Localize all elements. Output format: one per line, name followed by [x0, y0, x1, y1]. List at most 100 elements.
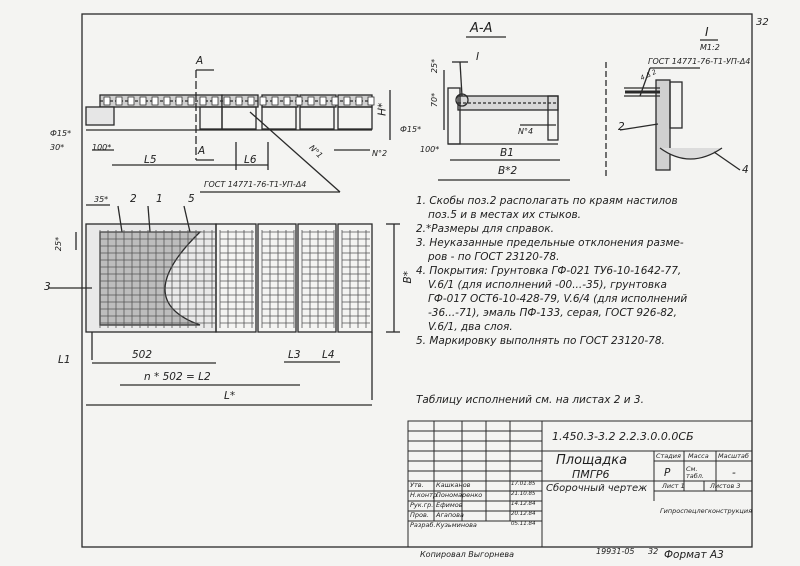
table-reference: Таблицу исполнений см. на листах 2 и 3. [416, 394, 644, 406]
sect-pos-4: N°4 [518, 127, 534, 136]
detail-pos-4: 4 [742, 164, 749, 176]
elev-dim-100: 100* [92, 143, 112, 152]
note-line: 2.*Размеры для справок. [416, 223, 554, 235]
doc-name-2: ПМГР6 [572, 468, 610, 481]
bracket-stud [331, 96, 339, 106]
title-block [407, 420, 753, 548]
plan-dim-35: 35* [94, 195, 109, 204]
bracket-stud [259, 96, 267, 106]
bracket-stud [103, 96, 111, 106]
signer-name: Кузьминова [436, 521, 477, 529]
plan-pos-3: 3 [44, 281, 51, 293]
bracket-stud [163, 96, 171, 106]
scale-header: Масштаб [718, 452, 749, 460]
bracket-stud [199, 96, 207, 106]
plan-dim-25: 25* [54, 236, 64, 252]
bracket-stud [271, 96, 279, 106]
sect-dim-25: 25* [430, 58, 440, 74]
note-line: 5. Маркировку выполнять по ГОСТ 23120-78… [416, 335, 665, 347]
bracket-stud [295, 96, 303, 106]
bracket-stud [187, 96, 195, 106]
scale-value: - [732, 467, 736, 479]
signer-name: Пономаренко [436, 491, 483, 499]
note-line: -36...-71), эмаль ПФ-133, серая, ГОСТ 92… [428, 307, 677, 319]
detail-pos-2: 2 [618, 121, 625, 133]
plan-pos-5: 5 [188, 193, 195, 205]
bracket-stud [343, 96, 351, 106]
sign-date: 05.11.84 [511, 521, 536, 527]
elev-L5: L5 [144, 154, 157, 166]
bracket-stud [307, 96, 315, 106]
sheet-number: Лист 1 [662, 482, 685, 490]
signer-name: Агапова [436, 511, 464, 519]
bracket-stud [355, 96, 363, 106]
stage-value: Р [664, 467, 671, 479]
mass-value: См. табл. [686, 465, 704, 480]
organization: Гипроспецлегконструкция [660, 507, 752, 515]
sign-date: 21.10.85 [511, 491, 536, 497]
plan-dim-502: 502 [132, 349, 153, 361]
stage-header: Стадия [656, 452, 681, 460]
plan-L4: L4 [322, 349, 335, 361]
sheet-format: Формат А3 [664, 549, 724, 561]
role-label: Утв. [410, 481, 424, 489]
bracket-stud [139, 96, 147, 106]
section-view [389, 61, 570, 181]
bracket-stud [367, 96, 375, 106]
note-line: V.6/1 (для исполнений -00...-35), грунто… [428, 279, 667, 291]
note-line: V.6/1, два слоя. [428, 321, 513, 333]
plan-n-502: n * 502 = L2 [144, 371, 211, 383]
sect-phi: Ф15* [400, 125, 422, 134]
sheet-count: Листов 3 [710, 482, 741, 490]
role-label: Разраб. [410, 521, 436, 529]
footer-page: 32 [648, 547, 659, 556]
detail-scale: М1:2 [700, 43, 720, 52]
bracket-stud [283, 96, 291, 106]
section-label: А-А [470, 21, 493, 36]
role-label: Н.контр. [410, 491, 440, 499]
bracket-stud [235, 96, 243, 106]
bracket-stud [151, 96, 159, 106]
note-line: поз.5 и в местах их стыков. [428, 209, 582, 221]
plan-L: L* [224, 390, 236, 402]
note-line: 3. Неуказанные предельные отклонения раз… [416, 237, 684, 249]
inventory-number: 19931-05 [596, 547, 635, 556]
role-label: Рук.гр. [410, 501, 434, 509]
bracket-stud [319, 96, 327, 106]
bracket-stud [175, 96, 183, 106]
bracket-stud [211, 96, 219, 106]
plan-pos-1: 1 [156, 193, 163, 205]
elev-dim-30: 30* [50, 143, 65, 152]
sect-dim-100: 100* [420, 145, 440, 154]
copied-by: Копировал Выгорнева [420, 550, 514, 559]
corner-page-number: 32 [756, 17, 769, 28]
sect-B1: В1 [500, 147, 514, 159]
mass-header: Масса [688, 452, 709, 460]
sect-ref-I: I [476, 51, 480, 63]
sign-date: 14.12.84 [511, 501, 536, 507]
note-line: ров - по ГОСТ 23120-78. [428, 251, 560, 263]
plan-L1: L1 [58, 354, 71, 366]
role-label: Пров. [410, 511, 429, 519]
section-mark-bottom: А [198, 145, 206, 157]
elev-pos-2: N°2 [372, 149, 388, 158]
section-mark-top: А [196, 55, 204, 67]
detail-gost: ГОСТ 14771-76-Т1-УП-Δ4 [648, 57, 751, 66]
sign-date: 20.12.84 [511, 511, 536, 517]
plan-pos-2: 2 [130, 193, 137, 205]
note-line: ГФ-017 ОСТ6-10-428-79, V.6/4 (для исполн… [428, 293, 688, 305]
note-line: 4. Покрытия: Грунтовка ГФ-021 ТУ6-10-164… [416, 265, 682, 277]
detail-view [605, 39, 741, 178]
sect-dim-70: 70* [430, 92, 440, 108]
doc-type: Сборочный чертеж [546, 483, 648, 494]
plan-view [48, 204, 400, 406]
elev-L6: L6 [244, 154, 257, 166]
bracket-stud [115, 96, 123, 106]
sect-H: Н* [376, 102, 389, 116]
bracket-stud [247, 96, 255, 106]
sect-B2: В*2 [498, 165, 518, 177]
elev-gost: ГОСТ 14771-76-Т1-УП-Δ4 [204, 180, 307, 189]
doc-name-1: Площадка [556, 453, 628, 468]
